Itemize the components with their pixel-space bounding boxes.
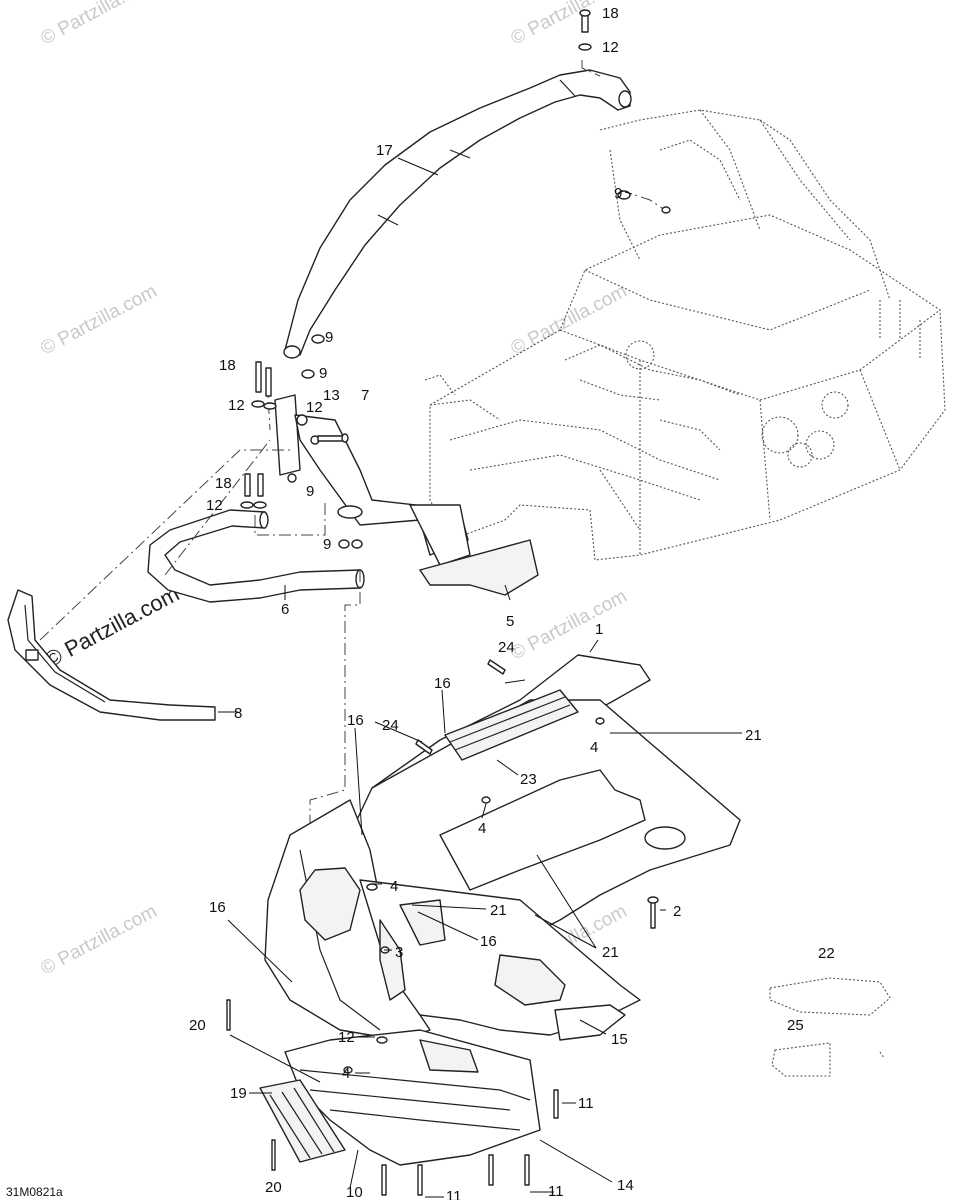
callout-9-mid: 9 (306, 483, 314, 500)
callout-24-mid: 24 (382, 717, 399, 734)
callout-2: 2 (673, 903, 681, 920)
watermark-1: © Partzilla.com (37, 0, 160, 49)
watermark-main: © Partzilla.com (41, 581, 184, 673)
callout-21-right: 21 (745, 727, 762, 744)
callout-24-top: 24 (498, 639, 515, 656)
callout-8: 8 (234, 705, 242, 722)
callout-7: 7 (361, 387, 369, 404)
callout-9-bar-2: 9 (319, 365, 327, 382)
callout-21-low: 21 (602, 944, 619, 961)
watermark-6: © Partzilla.com (37, 901, 160, 980)
leader-lines (218, 157, 742, 1198)
callout-16-top: 16 (434, 675, 451, 692)
callout-23: 23 (520, 771, 537, 788)
steering-bracket (274, 394, 539, 596)
callout-21-mid: 21 (490, 902, 507, 919)
watermark-5: © Partzilla.com (507, 586, 630, 665)
callout-5: 5 (506, 613, 514, 630)
vent-screen (444, 689, 579, 761)
callout-14: 14 (617, 1177, 634, 1194)
callout-13: 13 (323, 387, 340, 404)
guide-lines (39, 60, 666, 900)
chassis-frame (424, 109, 946, 561)
callout-22: 22 (818, 945, 835, 962)
callout-11-c: 11 (548, 1183, 564, 1200)
callout-20-a: 20 (189, 1017, 206, 1034)
callout-9-low: 9 (323, 536, 331, 553)
callout-12-top: 12 (602, 39, 619, 56)
callout-1: 1 (595, 621, 603, 638)
front-bumper (7, 589, 216, 721)
callout-12-bumper: 12 (206, 497, 223, 514)
callout-15: 15 (611, 1031, 628, 1048)
callout-19: 19 (230, 1085, 247, 1102)
top-tube (283, 69, 632, 359)
drawing-code: 31M0821a (6, 1185, 63, 1199)
callout-10: 10 (346, 1184, 363, 1200)
callout-12-bracket: 12 (228, 397, 245, 414)
callout-18-bumper: 18 (215, 475, 232, 492)
hood-bellypan (264, 654, 741, 1041)
callout-12-low: 12 (338, 1029, 355, 1046)
callout-3: 3 (395, 944, 403, 961)
lower-skid (259, 1004, 626, 1166)
callout-20-b: 20 (265, 1179, 282, 1196)
bumper-tube (147, 509, 365, 603)
callout-11-a: 11 (578, 1095, 594, 1112)
callout-4-b: 4 (478, 820, 486, 837)
callout-18-top: 18 (602, 5, 619, 22)
callout-labels: 18 12 17 9 9 9 18 12 12 13 7 9 18 12 9 6… (6, 5, 835, 1200)
callout-18-bracket: 18 (219, 357, 236, 374)
callout-16-lower: 16 (209, 899, 226, 916)
fasteners (226, 9, 671, 1196)
callout-4-c: 4 (390, 878, 398, 895)
callout-16-left: 16 (347, 712, 364, 729)
callout-4-d: 4 (342, 1065, 350, 1082)
callout-17: 17 (376, 142, 393, 159)
callout-4-a: 4 (590, 739, 598, 756)
watermark-3: © Partzilla.com (37, 281, 160, 360)
decals (769, 977, 891, 1077)
callout-11-b: 11 (446, 1188, 462, 1200)
callout-9-bar-1: 9 (325, 329, 333, 346)
callout-16-mid: 16 (480, 933, 497, 950)
callout-9-frame: 9 (614, 185, 622, 202)
callout-6: 6 (281, 601, 289, 618)
callout-12-mid: 12 (306, 399, 323, 416)
callout-25: 25 (787, 1017, 804, 1034)
watermark-4: © Partzilla.com (507, 281, 630, 360)
